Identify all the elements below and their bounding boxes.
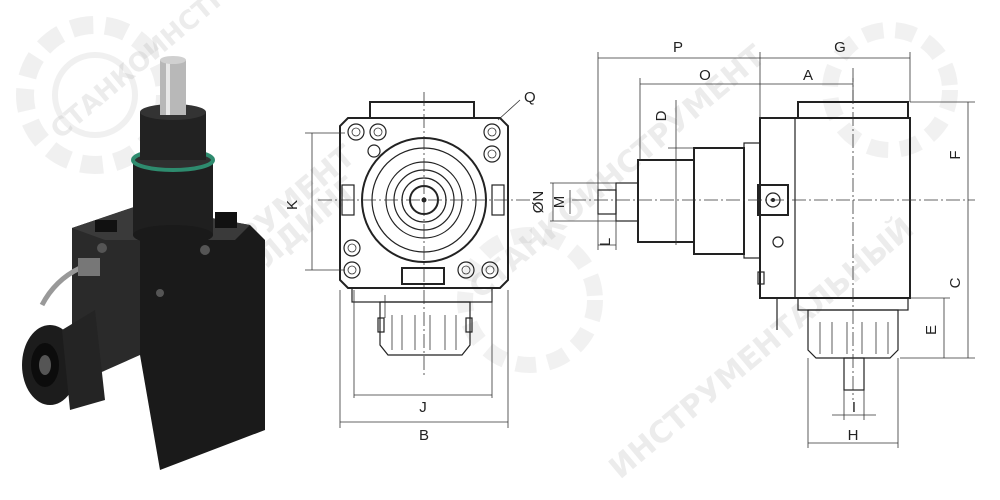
- side-small-screw: [772, 236, 784, 248]
- front-body-outline: [339, 117, 509, 289]
- shaft-highlight: [166, 60, 170, 115]
- watermark-gear-mid: [457, 227, 603, 373]
- dim-label-c: C: [947, 277, 964, 288]
- dim-label-g: G: [834, 39, 846, 56]
- side-collet-body: [807, 309, 899, 359]
- screw-1: [97, 243, 107, 253]
- side-drive-housing: [637, 159, 695, 243]
- front-top-flange: [369, 101, 475, 119]
- screw-2: [200, 245, 210, 255]
- front-collet-slots: [391, 315, 457, 350]
- shaft-tip: [160, 56, 186, 64]
- side-drive-flange: [693, 147, 745, 255]
- top-bolt-right: [215, 212, 237, 228]
- dim-label-h: H: [848, 427, 859, 444]
- front-collet-body: [379, 301, 471, 356]
- front-collet-sleeve: [62, 310, 105, 410]
- dim-label-k: K: [284, 200, 301, 210]
- dim-label-o: O: [699, 67, 711, 84]
- watermark-text-4: ИНСТРУМЕНТАЛЬНЫЙ: [602, 210, 921, 486]
- front-collet-tab-right: [465, 317, 473, 333]
- dim-label-e: E: [923, 325, 940, 335]
- front-collet-tab-left: [377, 317, 385, 333]
- dim-label-i: I: [852, 399, 856, 416]
- front-bottom-key: [401, 267, 445, 285]
- dim-label-d: D: [653, 110, 670, 121]
- dim-label-q: Q: [524, 89, 536, 106]
- body-side-face: [140, 205, 265, 470]
- side-collet-slots: [819, 322, 889, 354]
- pipe-fitting: [78, 258, 100, 276]
- screw-3: [156, 289, 164, 297]
- dim-label-m: M: [551, 196, 568, 209]
- coolant-pipe: [39, 265, 82, 307]
- drive-column-base: [133, 225, 213, 245]
- dim-label-j: J: [419, 399, 427, 416]
- side-tool-shank: [843, 357, 865, 391]
- side-view: P G O A D ØN M L F C: [530, 39, 975, 448]
- dim-label-l: L: [597, 238, 614, 246]
- dim-q-leader: [497, 99, 521, 121]
- watermark-text-3: СТАНКОИНСТРУМЕНТ: [463, 38, 773, 306]
- dim-label-p: P: [673, 39, 683, 56]
- front-view: K Q J B: [284, 89, 536, 444]
- dim-label-n: ØN: [530, 191, 547, 214]
- dim-label-a: A: [803, 67, 813, 84]
- dim-label-f: F: [947, 150, 964, 159]
- top-bolt-left: [95, 220, 117, 232]
- drive-column: [133, 160, 213, 235]
- front-collet-center: [39, 355, 51, 375]
- dim-label-b: B: [419, 427, 429, 444]
- tool-holder-photo: [22, 56, 265, 470]
- drive-shaft: [160, 60, 186, 115]
- watermark-gear-right: [822, 22, 958, 158]
